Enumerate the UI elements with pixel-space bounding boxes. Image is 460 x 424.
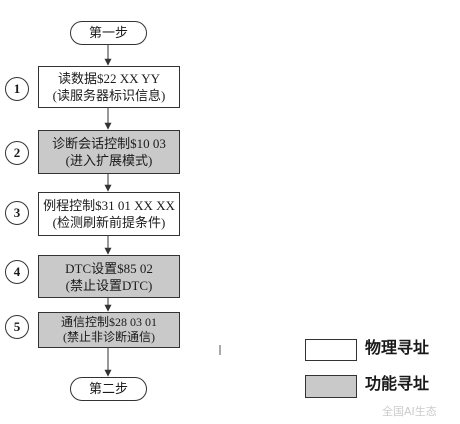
step-box-4: DTC设置$85 02 (禁止设置DTC) — [38, 255, 180, 298]
watermark: 全国AI生态 — [382, 405, 437, 418]
step-number-2: 2 — [5, 141, 29, 165]
step-number-3: 3 — [5, 201, 29, 225]
step-title: 例程控制$31 01 XX XX — [43, 198, 175, 213]
step-number-1: 1 — [5, 77, 29, 101]
step-subtitle: (读服务器标识信息) — [52, 88, 166, 103]
step-number-4: 4 — [5, 260, 29, 284]
step-subtitle: (禁止设置DTC) — [65, 277, 153, 293]
legend-label-functional: 功能寻址 — [365, 376, 430, 393]
legend-label-physical: 物理寻址 — [365, 340, 430, 357]
step-subtitle: (检测刷新前提条件) — [52, 215, 166, 230]
step-subtitle: (禁止非诊断通信) — [63, 330, 155, 344]
legend-swatch-physical — [305, 339, 357, 361]
step-title: DTC设置$85 02 — [65, 260, 153, 276]
step-subtitle: (进入扩展模式) — [65, 153, 153, 168]
legend-swatch-functional — [305, 375, 357, 398]
end-label: 第二步 — [88, 381, 128, 396]
start-terminal: 第一步 — [70, 21, 147, 45]
step-title: 读数据$22 XX YY — [57, 71, 161, 86]
end-terminal: 第二步 — [70, 377, 147, 401]
step-number-5: 5 — [5, 315, 29, 339]
step-box-5: 通信控制$28 03 01 (禁止非诊断通信) — [38, 312, 180, 348]
step-title: 通信控制$28 03 01 — [60, 315, 157, 329]
step-box-2: 诊断会话控制$10 03 (进入扩展模式) — [38, 130, 180, 174]
step-box-1: 读数据$22 XX YY (读服务器标识信息) — [38, 66, 180, 108]
step-box-3: 例程控制$31 01 XX XX (检测刷新前提条件) — [38, 192, 180, 236]
start-label: 第一步 — [88, 25, 128, 40]
step-title: 诊断会话控制$10 03 — [52, 136, 166, 151]
